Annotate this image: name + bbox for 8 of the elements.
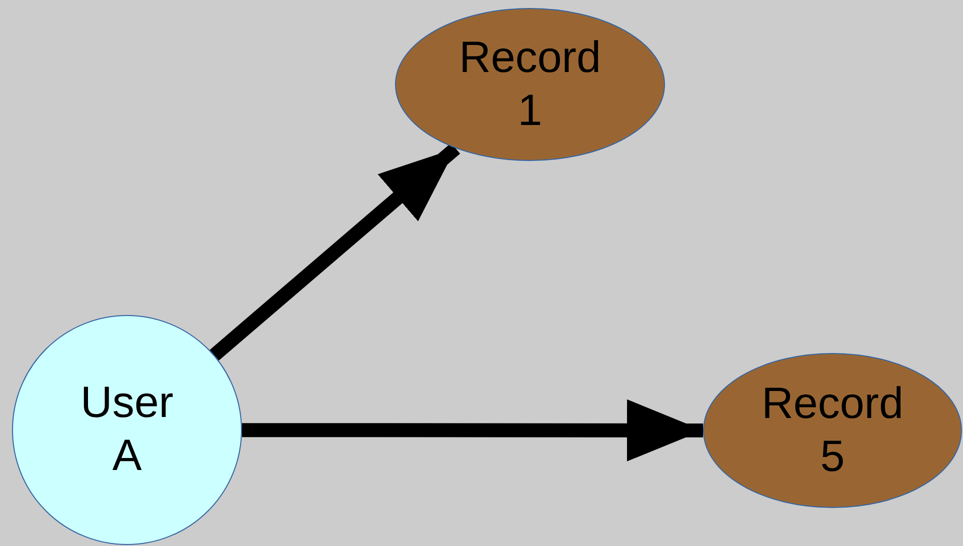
- record-ellipse: [703, 353, 962, 508]
- arrow: [242, 399, 703, 462]
- node-label: Record 5: [762, 378, 904, 482]
- arrow: [210, 143, 460, 360]
- user-circle: [12, 315, 242, 545]
- node-label: Record 1: [459, 32, 601, 136]
- record-ellipse: [395, 8, 665, 161]
- node-label: User A: [80, 377, 174, 482]
